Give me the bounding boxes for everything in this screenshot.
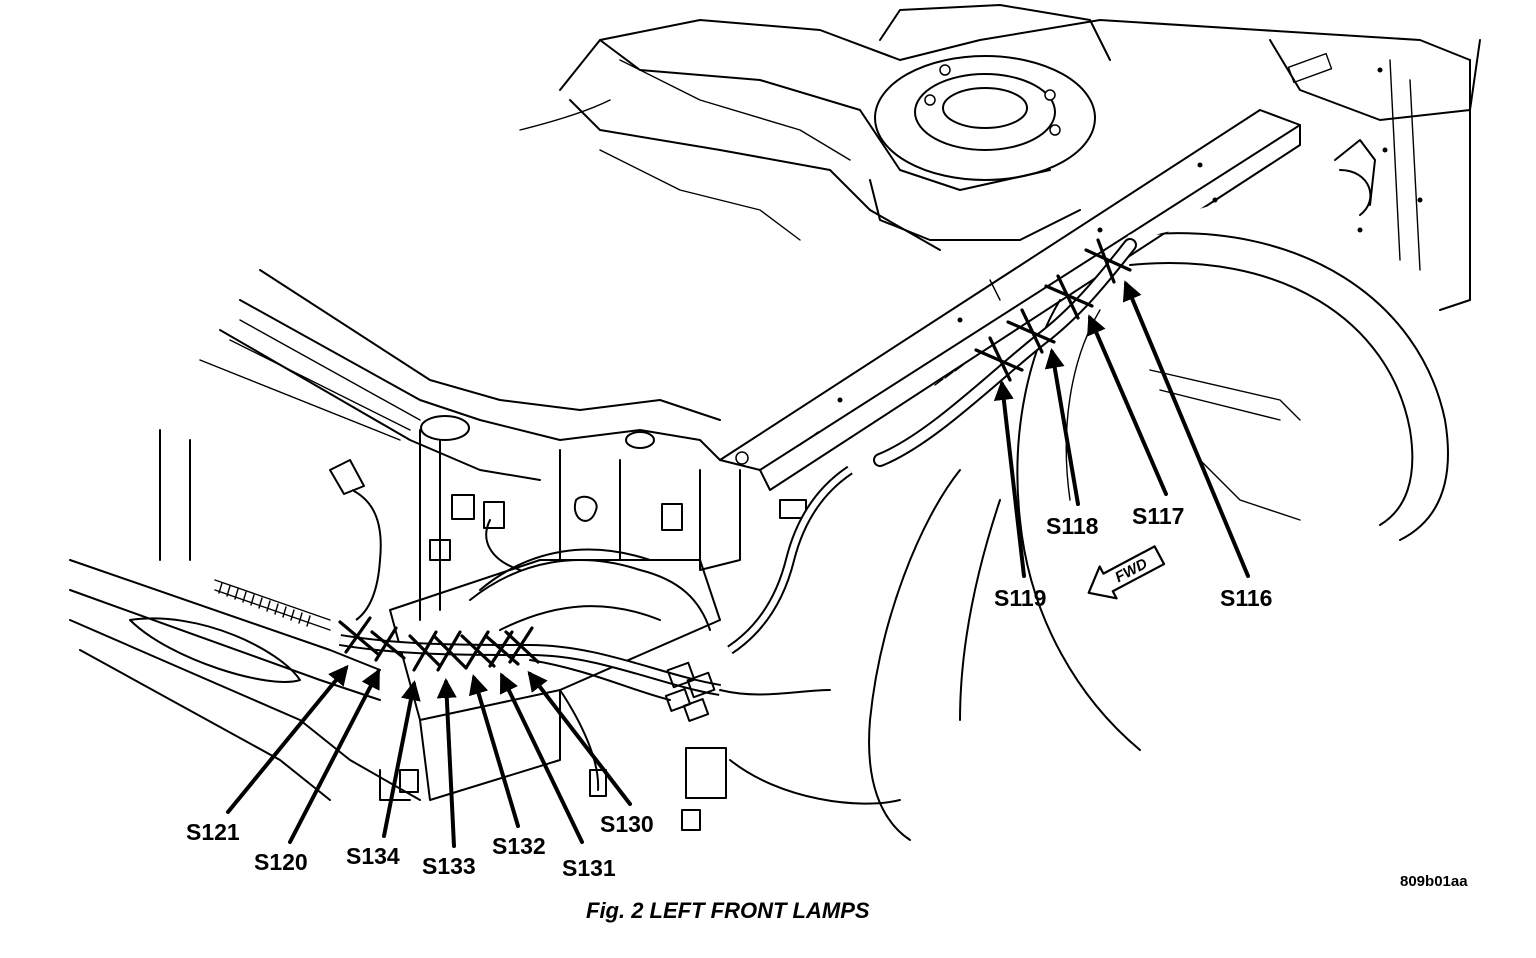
vehicle-body-line-art bbox=[69, 4, 1481, 841]
forward-direction-arrow: FWD bbox=[1087, 545, 1166, 600]
leader-s120 bbox=[288, 668, 380, 844]
leader-s132 bbox=[468, 674, 520, 828]
leader-s130 bbox=[527, 670, 632, 806]
splice-mark-s132 bbox=[460, 630, 496, 670]
label-s116: S116 bbox=[1220, 585, 1272, 611]
splice-mark-s130 bbox=[504, 626, 540, 664]
leader-arrows bbox=[226, 280, 1250, 848]
splice-mark-s116 bbox=[1084, 238, 1132, 284]
splice-mark-s119 bbox=[974, 336, 1024, 382]
splice-mark-s118 bbox=[1006, 308, 1056, 354]
leader-s116 bbox=[1122, 280, 1250, 578]
leader-s117 bbox=[1087, 314, 1168, 496]
label-s117: S117 bbox=[1132, 503, 1184, 529]
figure-code: 809b01aa bbox=[1400, 873, 1468, 890]
leader-s119 bbox=[993, 380, 1026, 578]
label-s120: S120 bbox=[254, 849, 308, 875]
label-s118: S118 bbox=[1046, 513, 1099, 539]
label-s130: S130 bbox=[600, 811, 654, 837]
splice-mark-s133 bbox=[432, 630, 468, 672]
label-s131: S131 bbox=[562, 855, 616, 881]
splice-mark-s121 bbox=[338, 616, 380, 656]
leader-s131 bbox=[499, 672, 584, 844]
grille-teeth bbox=[218, 582, 311, 627]
leader-s118 bbox=[1044, 348, 1080, 506]
splice-labels: S116 S117 S118 S119 S121 S120 S134 S133 … bbox=[186, 503, 1272, 881]
splice-mark-s120 bbox=[370, 626, 406, 662]
splice-markers bbox=[338, 238, 1132, 672]
wiring-harness bbox=[339, 139, 1376, 805]
label-s119: S119 bbox=[994, 585, 1046, 611]
label-s121: S121 bbox=[186, 819, 240, 845]
label-s132: S132 bbox=[492, 833, 546, 859]
splice-mark-s117 bbox=[1044, 274, 1094, 320]
label-s134: S134 bbox=[346, 843, 400, 869]
label-s133: S133 bbox=[422, 853, 476, 879]
leader-s133 bbox=[436, 678, 457, 848]
leader-s121 bbox=[226, 664, 349, 814]
leader-s134 bbox=[382, 680, 421, 838]
splice-mark-s134 bbox=[408, 630, 442, 672]
figure-caption: Fig. 2 LEFT FRONT LAMPS bbox=[586, 898, 870, 923]
